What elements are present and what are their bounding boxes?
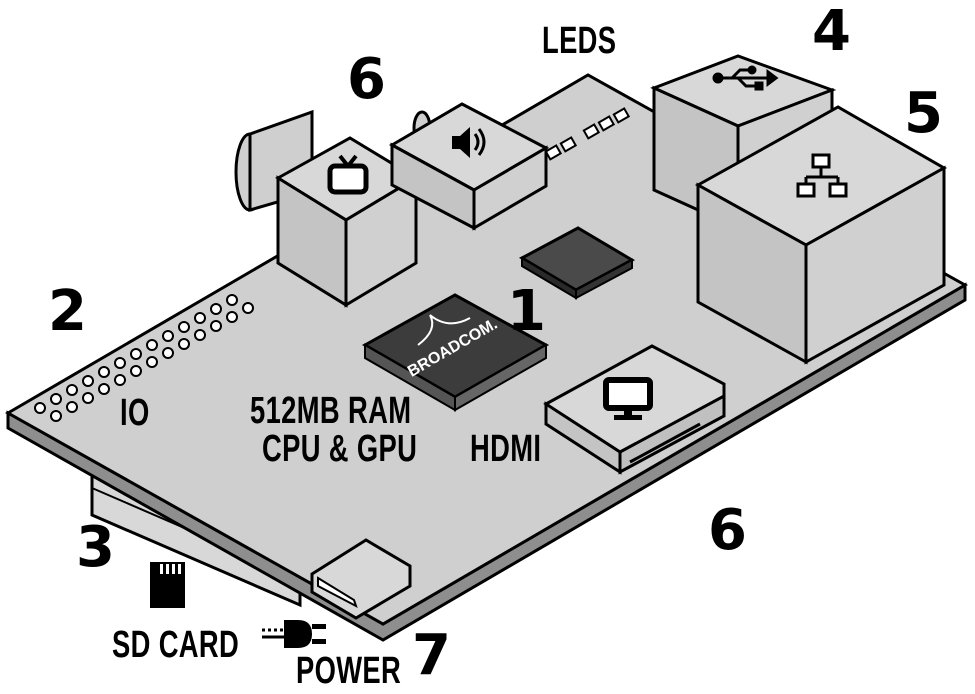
tv-icon — [327, 154, 369, 195]
label-io: IO — [120, 392, 150, 434]
number-6-video-bottom: 6 — [708, 498, 747, 563]
power-connector — [310, 538, 412, 620]
status-leds — [544, 107, 631, 161]
label-hdmi: HDMI — [470, 428, 542, 470]
number-3-sd: 3 — [76, 515, 115, 580]
small-chip — [518, 226, 636, 300]
label-ram: 512MB RAM — [250, 390, 412, 432]
number-1-soc: 1 — [507, 279, 546, 344]
sd-card-icon — [150, 562, 185, 608]
network-icon — [796, 153, 848, 198]
number-5-ethernet: 5 — [904, 81, 943, 146]
number-4-usb: 4 — [812, 0, 851, 64]
label-sd-card: SD CARD — [112, 624, 240, 666]
power-plug-icon — [262, 620, 326, 648]
number-2-io: 2 — [48, 279, 87, 344]
label-leds: LEDS — [542, 20, 617, 62]
usb-icon — [712, 65, 779, 91]
broadcom-soc-chip: BROADCOM. — [361, 293, 550, 412]
gpio-header — [34, 294, 254, 422]
number-7-power: 7 — [412, 623, 451, 688]
number-6-video-top: 6 — [347, 47, 386, 112]
speaker-icon — [452, 127, 486, 158]
monitor-icon — [603, 377, 653, 420]
label-cpu-gpu: CPU & GPU — [262, 428, 418, 470]
label-power: POWER — [296, 650, 402, 692]
rca-video-connector — [234, 109, 419, 308]
